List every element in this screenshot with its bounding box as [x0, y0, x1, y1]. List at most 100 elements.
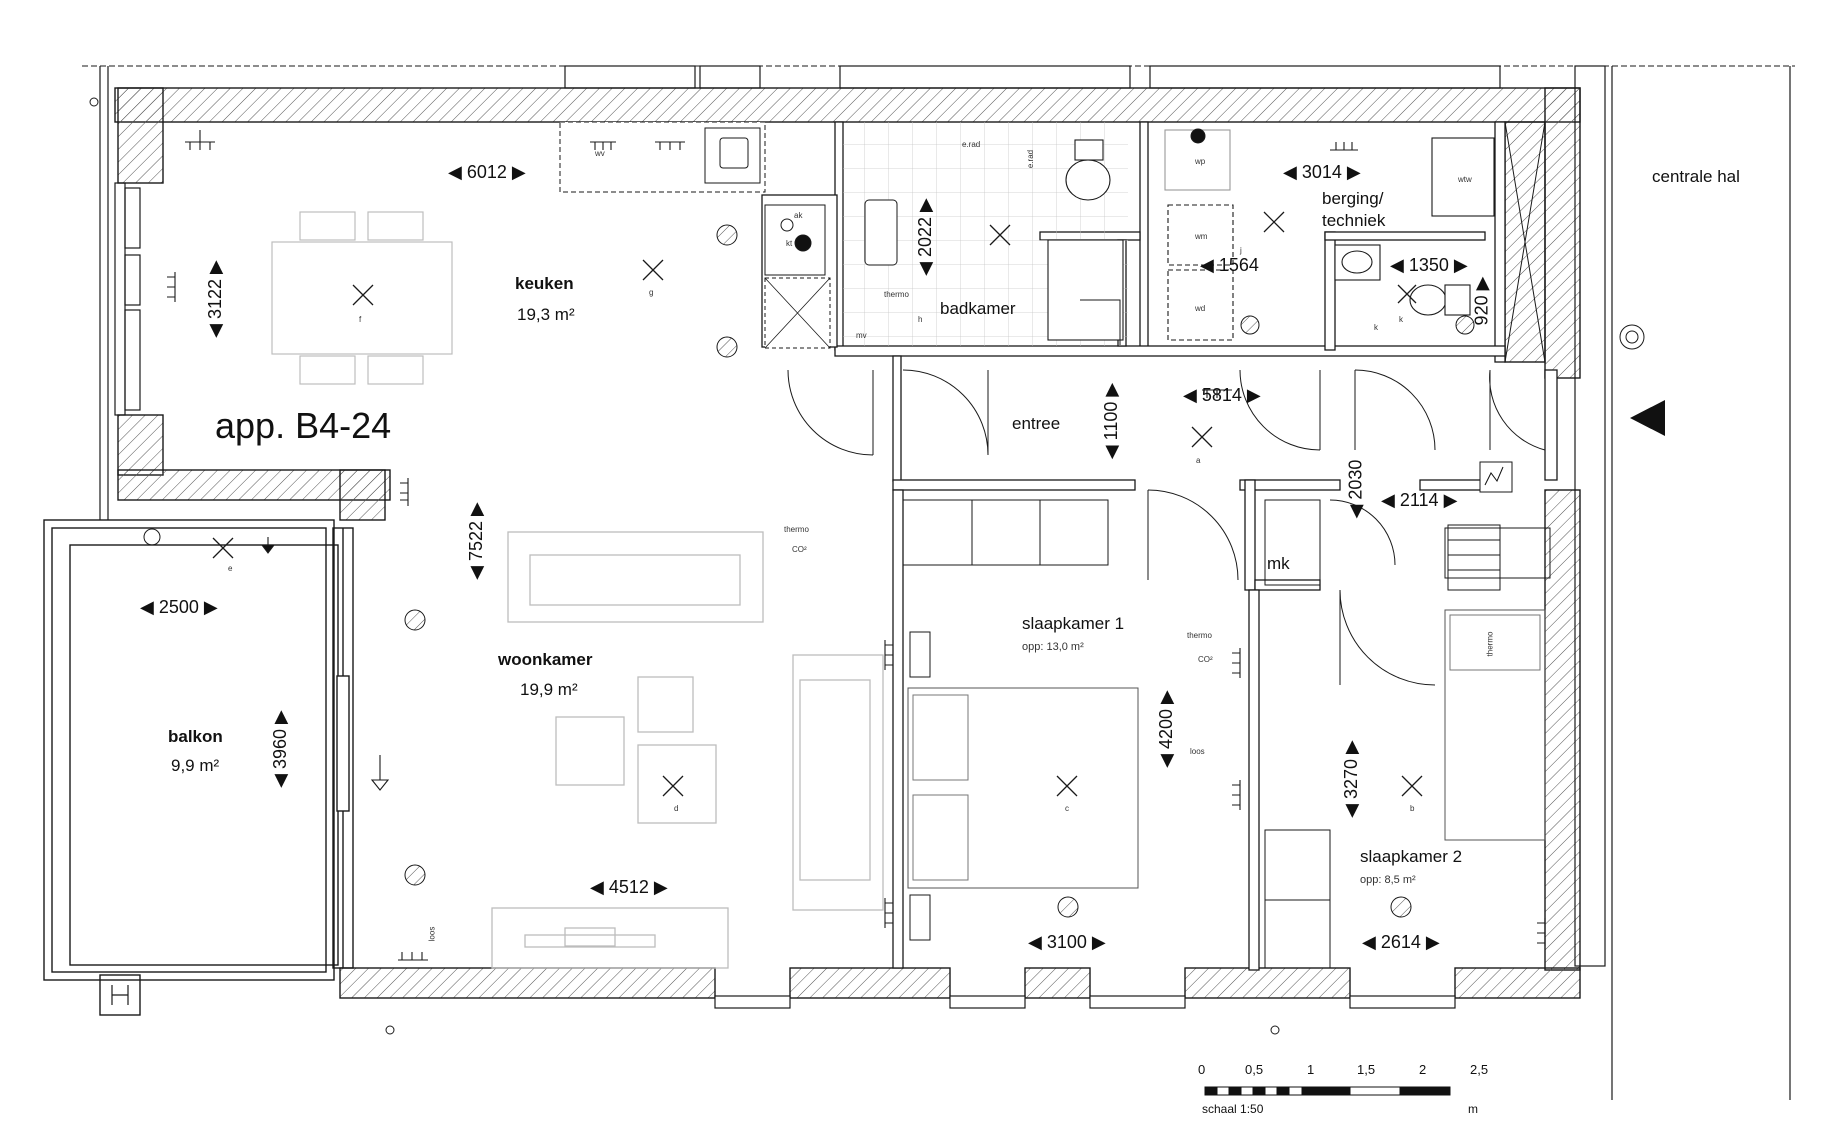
- scale-unit: m: [1468, 1102, 1478, 1116]
- exterior-walls: [114, 87, 1581, 999]
- room-name-berging: berging/: [1322, 189, 1384, 208]
- dim-hall-depth: ◀ 2030: [1345, 459, 1366, 519]
- annotation-a: a: [1196, 456, 1201, 465]
- annotation-wd: wd: [1195, 304, 1206, 313]
- socket-symbols: [167, 115, 1546, 961]
- annotation-wtw: wtw: [1458, 175, 1472, 184]
- dim-slaapkamer1-depth-value: 4200: [1155, 708, 1176, 750]
- living-furniture: [491, 531, 884, 969]
- dim-balkon-depth: ◀ 3960 ▶: [269, 710, 290, 788]
- dim-keuken-width-value: 6012: [466, 162, 507, 182]
- room-name-entree: entree: [1012, 414, 1061, 433]
- scale-bar: [1204, 1086, 1451, 1096]
- room-area-woonkamer: 19,9 m²: [520, 680, 578, 699]
- dim-toilet-width-value: 1350: [1408, 255, 1449, 275]
- dim-balkon-depth-value: 3960: [269, 728, 290, 770]
- outer-lines: [82, 65, 1795, 1100]
- annotation-wm: wm: [1195, 232, 1208, 241]
- scale-tick-15: 1,5: [1357, 1062, 1376, 1077]
- scale-caption: schaal 1:50: [1202, 1102, 1264, 1116]
- annotation-co2-slaapkamer1: CO²: [1198, 655, 1213, 664]
- annotation-mv: mv: [856, 331, 867, 340]
- room-name-woonkamer: woonkamer: [498, 650, 593, 669]
- dim-hall-width: ◀ 2114 ▶: [1381, 490, 1458, 510]
- annotation-erad-1: e.rad: [962, 140, 981, 149]
- annotation-erad-2: e.rad: [1026, 149, 1036, 169]
- annotation-thermo-badkamer: thermo: [884, 290, 909, 299]
- annotation-b: b: [1410, 804, 1415, 813]
- room-name-berging-line2: techniek: [1322, 211, 1386, 230]
- dim-balkon-width-value: 2500: [158, 597, 199, 617]
- dim-slaapkamer2-depth: ◀ 3270 ▶: [1340, 740, 1361, 818]
- kitchen-counter: [559, 121, 898, 349]
- annotation-f: f: [359, 315, 362, 324]
- dim-toilet-depth-value: 920: [1471, 295, 1492, 326]
- room-name-slaapkamer1: slaapkamer 1: [1022, 614, 1125, 633]
- annotation-ak: ak: [794, 211, 803, 220]
- dim-hall-depth-value: 2030: [1345, 459, 1366, 500]
- annotation-d: d: [674, 804, 679, 813]
- room-name-keuken: keuken: [515, 274, 574, 293]
- scale-tick-0: 0: [1198, 1062, 1206, 1077]
- annotation-j: j: [1240, 246, 1242, 255]
- dim-entree-width-value: 5814: [1201, 385, 1242, 405]
- south-windows: [714, 995, 1456, 1009]
- dim-balkon-width: ◀ 2500 ▶: [140, 597, 218, 617]
- dim-wm-width: ◀ 1564: [1200, 255, 1259, 275]
- scale-tick-25: 2,5: [1470, 1062, 1489, 1077]
- annotation-thermo-woonkamer: thermo: [784, 525, 809, 534]
- scale-tick-1: 1: [1307, 1062, 1315, 1077]
- bedroom1-furniture: [902, 499, 1139, 941]
- dim-woonkamer-width-value: 4512: [608, 877, 649, 897]
- door-swings: [787, 299, 1546, 686]
- annotation-h: h: [918, 315, 923, 324]
- room-name-slaapkamer2: slaapkamer 2: [1360, 847, 1463, 866]
- dim-keuken-depth: ◀ 3122 ▶: [204, 260, 225, 338]
- dim-badkamer-depth: ◀ 2022 ▶: [914, 198, 935, 276]
- annotation-loos-slaapkamer1: loos: [1190, 747, 1205, 756]
- room-name-centrale-hal: centrale hal: [1652, 167, 1740, 186]
- dim-keuken-width: ◀ 6012 ▶: [448, 162, 526, 182]
- room-area-keuken: 19,3 m²: [517, 305, 575, 324]
- entrance-arrow-icon: [1630, 400, 1665, 436]
- room-name-balkon: balkon: [168, 727, 223, 746]
- annotation-co2-woonkamer: CO²: [792, 545, 807, 554]
- dim-woonkamer-depth: ◀ 7522 ▶: [465, 502, 486, 580]
- room-name-badkamer: badkamer: [940, 299, 1016, 318]
- dim-keuken-depth-value: 3122: [204, 278, 225, 320]
- annotation-e: e: [228, 564, 233, 573]
- annotation-thermo-slaapkamer1: thermo: [1187, 631, 1212, 640]
- dim-slaapkamer1-width: ◀ 3100 ▶: [1028, 932, 1106, 952]
- dim-berging-width: ◀ 3014 ▶: [1283, 162, 1361, 182]
- dim-woonkamer-depth-value: 7522: [465, 520, 486, 562]
- apartment-label: app. B4-24: [215, 405, 392, 446]
- scale-tick-2: 2: [1419, 1062, 1427, 1077]
- annotation-wv: wv: [595, 149, 605, 158]
- annotation-kt: kt: [786, 239, 793, 248]
- dim-slaapkamer1-width-value: 3100: [1046, 932, 1087, 952]
- annotation-wp: wp: [1195, 157, 1206, 166]
- annotation-k-1: k: [1374, 323, 1378, 332]
- room-area-balkon: 9,9 m²: [171, 756, 220, 775]
- dim-slaapkamer2-depth-value: 3270: [1340, 758, 1361, 800]
- dim-woonkamer-width: ◀ 4512 ▶: [590, 877, 668, 897]
- detector-circles: [89, 97, 1645, 1035]
- annotation-k-2: k: [1399, 315, 1403, 324]
- dim-toilet-width: ◀ 1350 ▶: [1390, 255, 1468, 275]
- ceiling-lights: [212, 211, 1423, 797]
- annotation-thermo-slaapkamer2: thermo: [1485, 631, 1495, 657]
- room-area-slaapkamer1: opp: 13,0 m²: [1022, 641, 1084, 653]
- room-area-slaapkamer2: opp: 8,5 m²: [1360, 874, 1416, 886]
- dim-badkamer-depth-value: 2022: [914, 216, 935, 258]
- scale-tick-05: 0,5: [1245, 1062, 1264, 1077]
- dim-toilet-depth: 920 ▶: [1471, 276, 1492, 326]
- dim-entree-depth-value: 1100: [1101, 401, 1122, 441]
- dim-entree-depth: ◀ 1100 ▶: [1101, 382, 1122, 460]
- dim-hall-width-value: 2114: [1399, 490, 1439, 510]
- dim-slaapkamer2-width: ◀ 2614 ▶: [1362, 932, 1440, 952]
- annotation-c: c: [1065, 804, 1069, 813]
- room-name-mk: mk: [1267, 554, 1290, 573]
- dim-slaapkamer2-width-value: 2614: [1380, 932, 1421, 952]
- dim-wm-width-value: 1564: [1218, 255, 1259, 275]
- dim-entree-width: ◀ 5814 ▶: [1183, 385, 1261, 405]
